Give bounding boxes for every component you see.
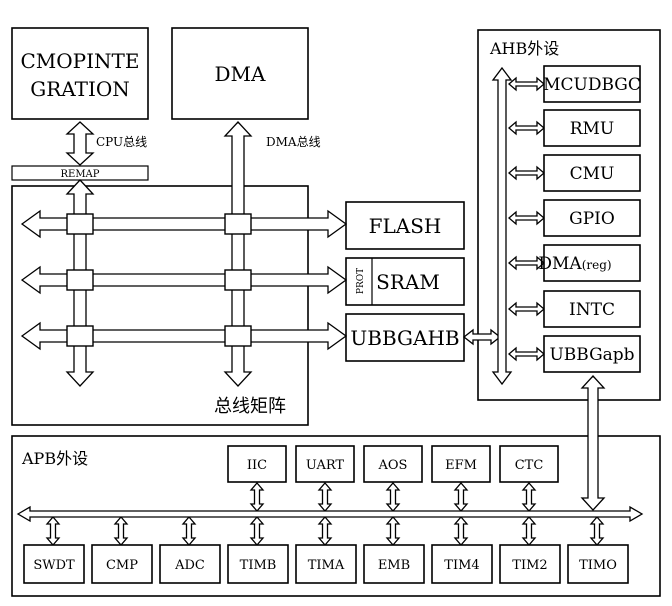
sram-label: SRAM [376, 270, 440, 294]
bus-arrows [16, 66, 644, 523]
matrix-node [66, 325, 94, 347]
flash-label: FLASH [369, 214, 442, 238]
apb-bottom-tim4 [431, 544, 493, 584]
ahb-item-label: DMA(reg) [538, 254, 611, 274]
apb-bottom-label: TIM2 [512, 558, 547, 573]
ahb-item-mcudbgc [543, 65, 641, 103]
ahb-item-rmu [543, 109, 641, 147]
apb-bottom-timb [227, 544, 289, 584]
apb-top-iic [227, 445, 287, 483]
cpu-block [11, 27, 149, 120]
apb-top-label: IIC [247, 458, 267, 473]
apb-top-uart [295, 445, 355, 483]
apb-top-aos [363, 445, 423, 483]
apb-bottom-label: CMP [106, 558, 138, 573]
apb-bottom-label: TIMO [579, 558, 617, 573]
apb-bottom-tima [295, 544, 357, 584]
ahb-item-intc [543, 290, 641, 328]
dma-label: DMA [215, 62, 267, 86]
ahb-item-ubbgapb [543, 335, 641, 373]
ahb-item-label: MCUDBGC [543, 75, 641, 95]
matrix-node [224, 269, 252, 291]
apb-bottom-label: TIMB [240, 558, 277, 573]
apb-bottom-timo [567, 544, 629, 584]
dma-bus-label: DMA总线 [266, 135, 321, 149]
dma-reg-suffix: (reg) [582, 258, 612, 272]
ahb-item-label: CMU [570, 164, 615, 184]
ahb-item-label: GPIO [569, 209, 615, 229]
apb-top-label: CTC [515, 458, 544, 473]
remap-label: REMAP [60, 169, 99, 180]
apb-bottom-label: TIM4 [444, 558, 479, 573]
apb-top-ctc [499, 445, 559, 483]
ubbgahb-label: UBBGAHB [350, 326, 459, 350]
ahb-item-label: INTC [569, 300, 615, 320]
matrix-horizontal-arrow-3 [20, 321, 348, 351]
apb-bottom-label: TIMA [308, 558, 345, 573]
cpu-bus-label: CPU总线 [96, 135, 147, 149]
matrix-node [224, 213, 252, 235]
apb-bottom-label: ADC [174, 558, 205, 573]
apb-bottom-items: SWDT CMP ADC TIMB TIMA EMB TIM4 TIM2 TIMO [23, 516, 629, 584]
apb-bottom-swdt [23, 544, 85, 584]
cpu-bus-arrow [65, 121, 95, 166]
apb-bottom-adc [159, 544, 221, 584]
ahb-item-cmu [543, 154, 641, 192]
matrix-horizontal-arrow-1 [20, 209, 348, 239]
cpu-label-line2: GRATION [30, 77, 130, 101]
cpu-label-line1: CMOPINTE [21, 49, 140, 73]
apb-top-label: EFM [445, 458, 477, 473]
matrix-node [66, 213, 94, 235]
ahb-items: MCUDBGC RMU CMU GPIO DMA(reg) INTC UBBGapb [508, 65, 641, 373]
prot-label: PROT [356, 268, 366, 294]
apb-bottom-label: EMB [378, 558, 410, 573]
sram-block [345, 257, 465, 306]
apb-bottom-emb [363, 544, 425, 584]
flash-block [345, 201, 465, 250]
apb-top-items: IIC UART AOS EFM CTC [227, 445, 559, 512]
ahb-item-gpio [543, 199, 641, 237]
dma-vertical-arrow [223, 121, 253, 387]
dma-block [171, 27, 309, 120]
apb-bus-arrow [16, 505, 644, 523]
ahb-title: AHB外设 [489, 39, 559, 58]
apb-title: APB外设 [21, 449, 88, 468]
apb-top-label: UART [306, 458, 345, 473]
ahb-item-label: UBBGapb [549, 345, 634, 365]
matrix-horizontal-arrow-2 [20, 265, 348, 295]
matrix-node [66, 269, 94, 291]
ahb-item-label: RMU [570, 119, 615, 139]
apb-bottom-tim2 [499, 544, 561, 584]
ubbgapb-to-apb-arrow [580, 375, 606, 511]
apb-bottom-label: SWDT [33, 558, 75, 573]
bus-matrix-label: 总线矩阵 [214, 396, 286, 417]
apb-top-efm [431, 445, 491, 483]
ahb-bus-arrow [491, 66, 513, 386]
matrix-node [224, 325, 252, 347]
apb-bottom-cmp [91, 544, 153, 584]
ahb-item-dma [543, 244, 641, 282]
apb-top-label: AOS [378, 458, 408, 473]
